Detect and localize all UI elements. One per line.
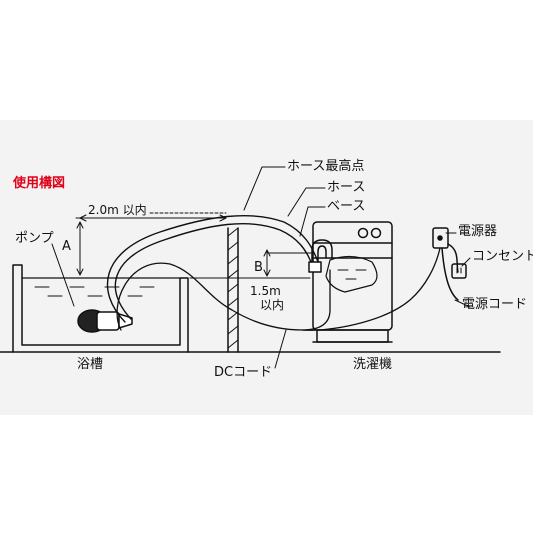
leader-lines [51,166,471,369]
dc-cord [116,247,441,331]
diagram-title: 使用構図 [13,176,66,191]
label-hose-top: ホース最高点 [287,159,365,174]
hose [106,215,319,323]
label-distance-h: 2.0m 以内 [88,203,147,217]
wall [227,227,239,353]
label-power-cord: 電源コード [462,297,528,312]
label-power-unit: 電源器 [458,224,498,239]
hose-base [308,239,333,273]
label-a: A [62,239,71,254]
label-dc-cord: DCコード [214,365,273,380]
label-pump: ポンプ [15,231,54,246]
power-unit [432,227,467,301]
label-hose: ホース [327,180,366,195]
label-base: ベース [327,199,366,214]
dimension-lines [75,212,313,279]
label-washer: 洗濯機 [353,357,393,372]
label-height-max: 1.5m [250,284,281,298]
washing-machine [312,221,393,343]
label-height-unit: 以内 [260,298,285,312]
label-bathtub: 浴槽 [77,357,104,372]
label-b: B [254,260,263,275]
bathtub [12,264,189,353]
label-outlet: コンセント [472,249,533,264]
